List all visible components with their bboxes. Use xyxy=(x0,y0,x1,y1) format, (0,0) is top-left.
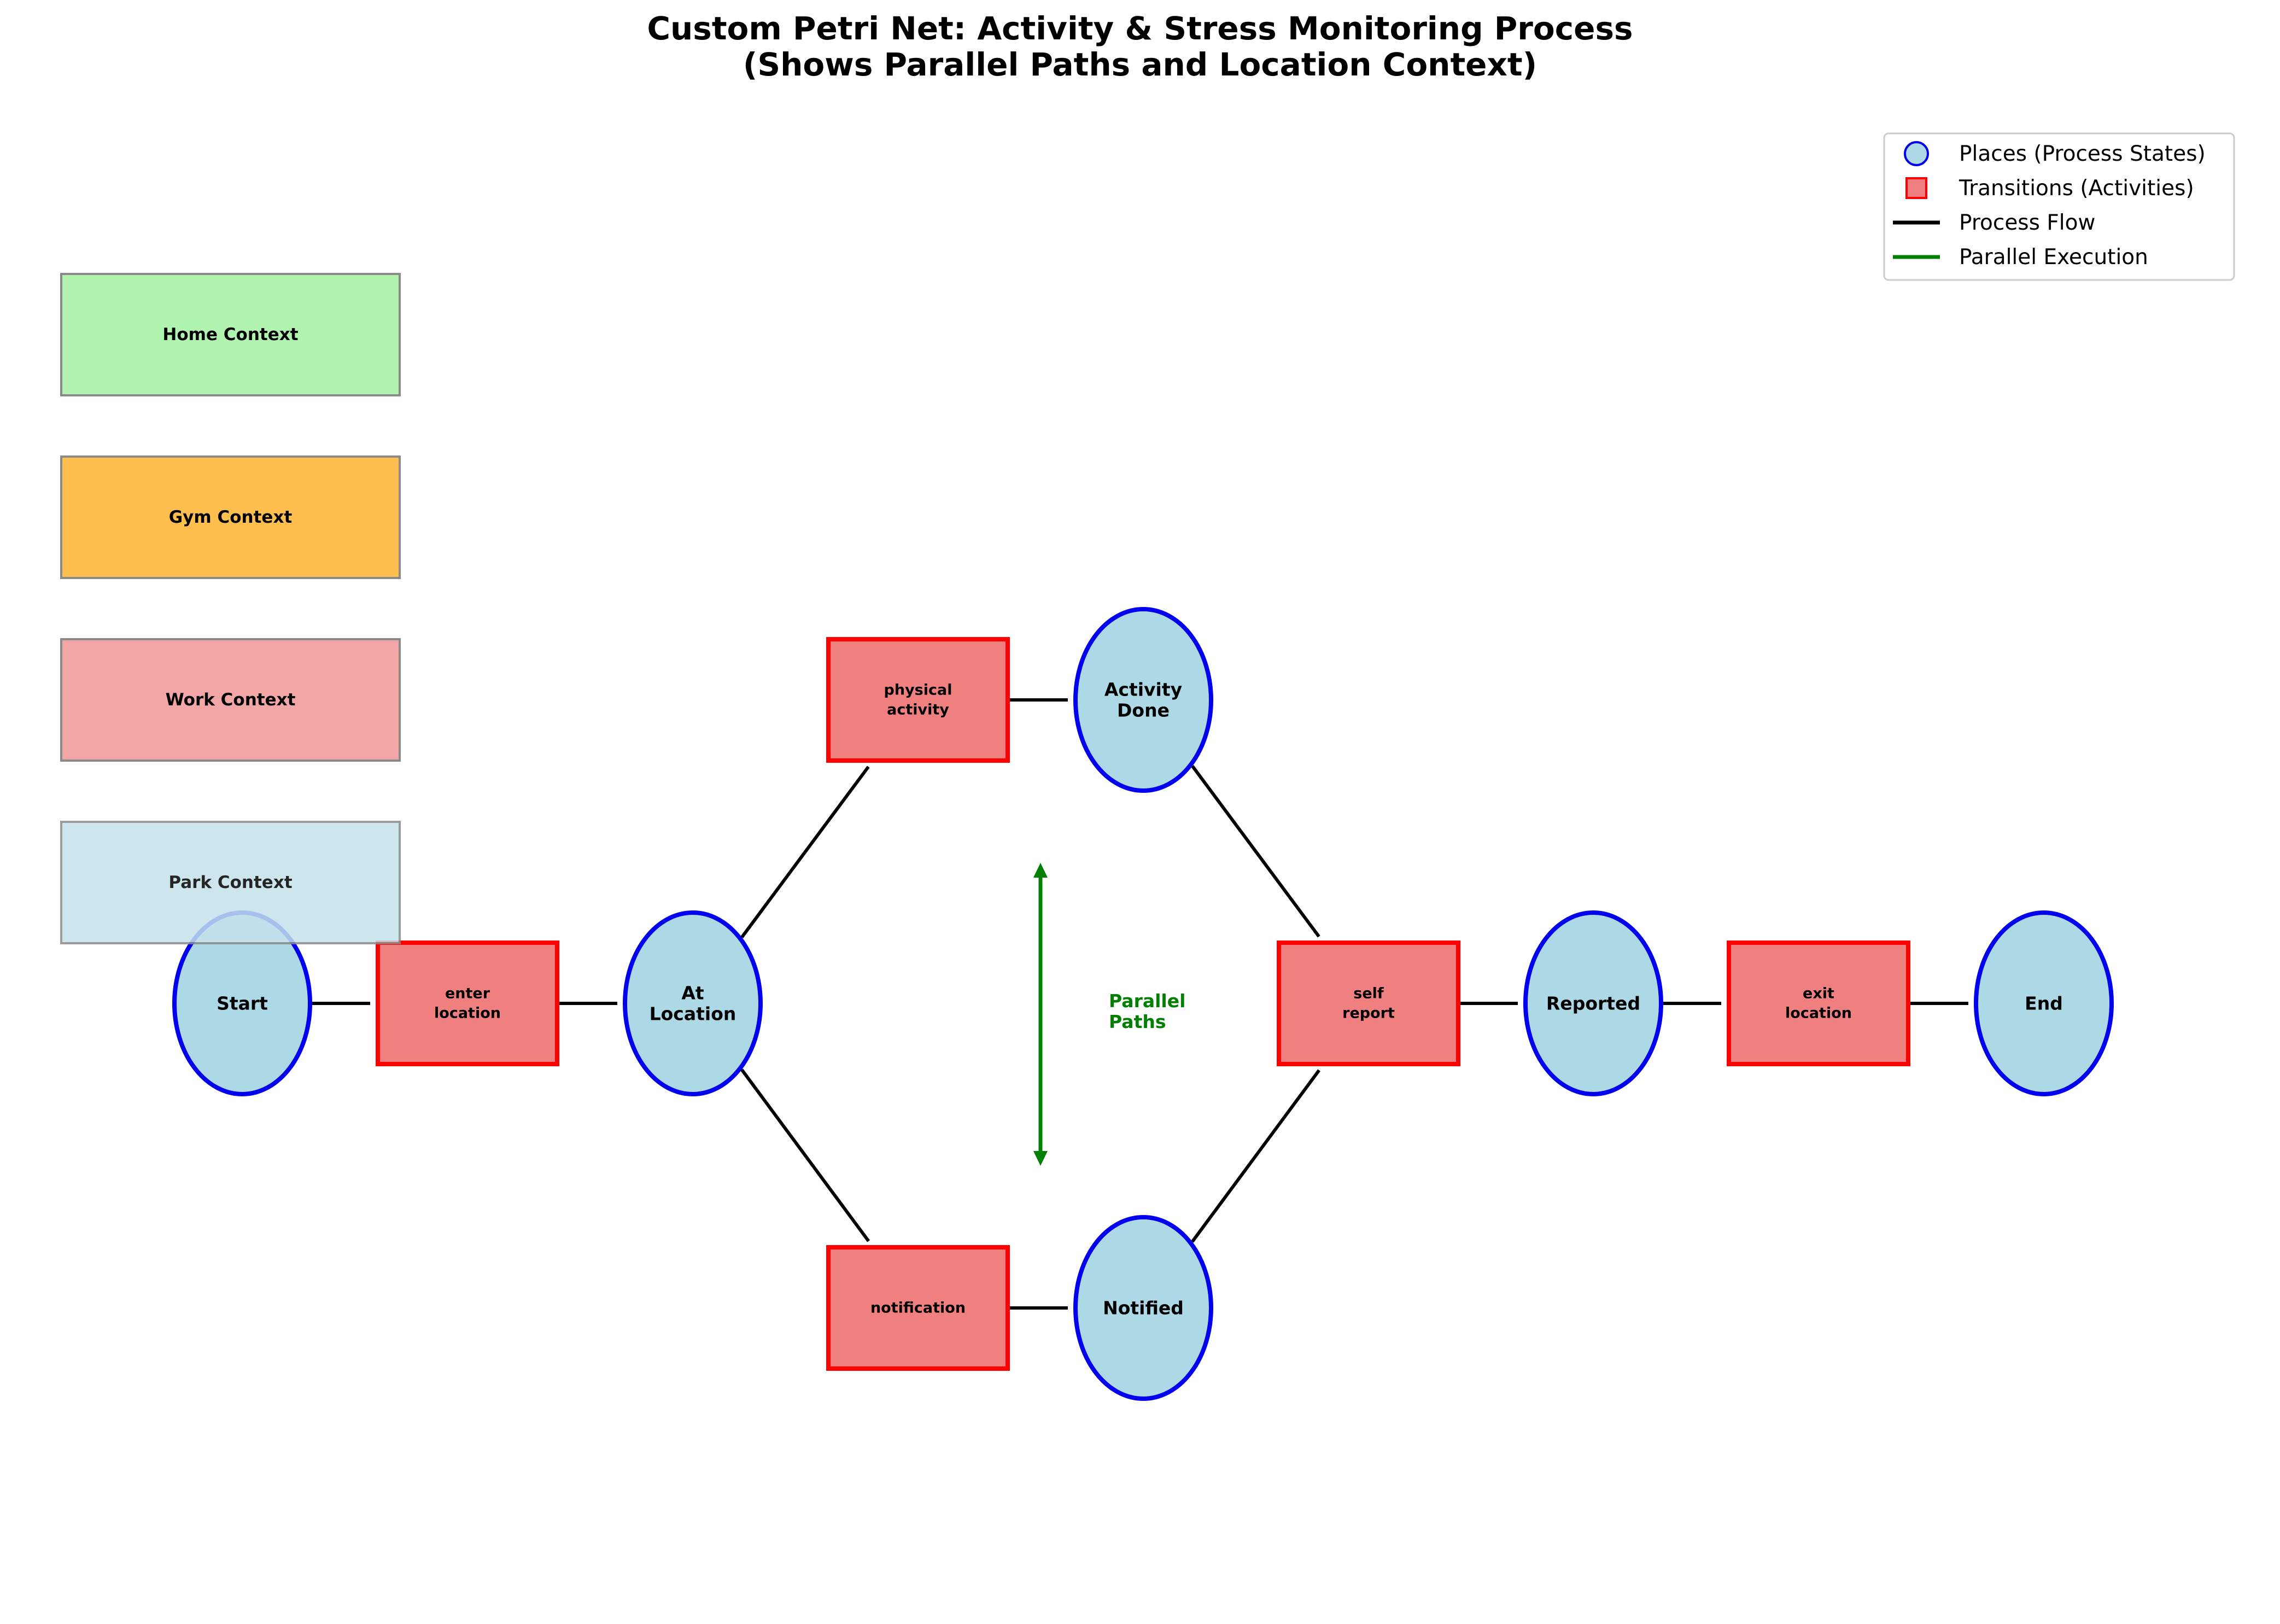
parallel-label-line1: Parallel xyxy=(1109,990,1185,1012)
transition-notification: notification xyxy=(826,1245,1010,1371)
place-ellipse-activity-done xyxy=(1073,607,1213,793)
transition-label-exit-location-line2: location xyxy=(1785,1005,1852,1022)
process-flow-arcs xyxy=(312,698,1969,1310)
transition-box-physical-activity xyxy=(826,637,1010,763)
transition-label-self-report-line1: self xyxy=(1353,985,1384,1002)
context-box-home: Home Context xyxy=(60,273,401,396)
parallel-arrowhead-up xyxy=(1033,863,1048,878)
transition-enter-location: enter location xyxy=(376,940,559,1066)
place-marker-icon xyxy=(1904,141,1929,166)
transition-label-notification-line1: notification xyxy=(870,1300,966,1317)
context-label-work: Work Context xyxy=(166,690,296,710)
place-label-start-line1: Start xyxy=(217,993,268,1014)
transition-box-exit-location xyxy=(1727,940,1910,1066)
place-ellipse-at-location xyxy=(623,910,763,1096)
legend-item-parallel-execution: Parallel Execution xyxy=(1893,245,2148,270)
arc-at-location-to-physical-activity xyxy=(740,766,870,938)
place-label-reported-line1: Reported xyxy=(1546,993,1640,1014)
transition-label-physical-activity-line2: activity xyxy=(887,702,949,718)
transition-marker-icon xyxy=(1905,177,1927,199)
legend-frame xyxy=(1883,132,2235,281)
diagram-title-line1: Custom Petri Net: Activity & Stress Moni… xyxy=(647,10,1633,47)
transition-label-enter-location-line1: enter xyxy=(445,985,490,1002)
legend-item-transitions: Transitions (Activities) xyxy=(1905,176,2194,201)
transition-exit-location: exit location xyxy=(1727,940,1910,1066)
legend-item-places: Places (Process States) xyxy=(1904,141,2206,166)
place-end: End xyxy=(1974,910,2114,1096)
petri-net-nodes: enter location physical activity notificatio… xyxy=(172,607,2114,1401)
context-rect-work xyxy=(60,638,401,762)
parallel-label-line2: Paths xyxy=(1109,1011,1166,1032)
place-start: Start xyxy=(172,910,312,1096)
place-label-activity-done-line1: Activity xyxy=(1104,679,1182,700)
parallel-arrowhead-down xyxy=(1033,1151,1048,1166)
context-box-gym: Gym Context xyxy=(60,455,401,579)
arc-activity-done-to-self-report xyxy=(1191,765,1320,938)
context-box-park: Park Context xyxy=(60,821,401,944)
context-rect-gym xyxy=(60,455,401,579)
transition-physical-activity: physical activity xyxy=(826,637,1010,763)
legend-label-places: Places (Process States) xyxy=(1959,142,2206,166)
place-notified: Notified xyxy=(1073,1215,1213,1401)
transition-label-self-report-line2: report xyxy=(1342,1005,1395,1022)
place-ellipse-end xyxy=(1974,910,2114,1096)
transition-label-enter-location-line2: location xyxy=(434,1005,501,1022)
transition-label-physical-activity-line1: physical xyxy=(884,682,952,699)
arc-notified-to-self-report xyxy=(1191,1069,1320,1243)
transition-box-notification xyxy=(826,1245,1010,1371)
legend: Places (Process States) Transitions (Act… xyxy=(1883,132,2235,281)
context-label-park: Park Context xyxy=(168,873,292,892)
context-box-work: Work Context xyxy=(60,638,401,762)
place-label-activity-done-line2: Done xyxy=(1117,700,1170,721)
arc-at-location-to-notification xyxy=(740,1068,870,1242)
legend-item-process-flow: Process Flow xyxy=(1893,211,2095,235)
context-rect-home xyxy=(60,273,401,396)
place-label-at-location-line2: Location xyxy=(650,1003,736,1025)
context-label-gym: Gym Context xyxy=(169,507,293,527)
transition-box-self-report xyxy=(1277,940,1460,1066)
context-label-home: Home Context xyxy=(162,325,298,344)
legend-label-parallel-execution: Parallel Execution xyxy=(1959,245,2148,270)
transition-self-report: self report xyxy=(1277,940,1460,1066)
legend-label-transitions: Transitions (Activities) xyxy=(1959,176,2194,201)
place-label-notified-line1: Notified xyxy=(1103,1298,1184,1319)
context-rect-park xyxy=(60,821,401,944)
place-ellipse-notified xyxy=(1073,1215,1213,1401)
place-ellipse-reported xyxy=(1523,910,1663,1096)
diagram-title-line2: (Shows Parallel Paths and Location Conte… xyxy=(743,46,1537,83)
transition-box-enter-location xyxy=(376,940,559,1066)
place-label-at-location-line1: At xyxy=(681,983,704,1004)
parallel-execution-indicator: Parallel Paths xyxy=(1033,863,1185,1166)
place-reported: Reported xyxy=(1523,910,1663,1096)
place-label-end-line1: End xyxy=(2025,993,2063,1014)
legend-label-process-flow: Process Flow xyxy=(1959,211,2095,235)
transition-label-exit-location-line1: exit xyxy=(1803,985,1834,1002)
